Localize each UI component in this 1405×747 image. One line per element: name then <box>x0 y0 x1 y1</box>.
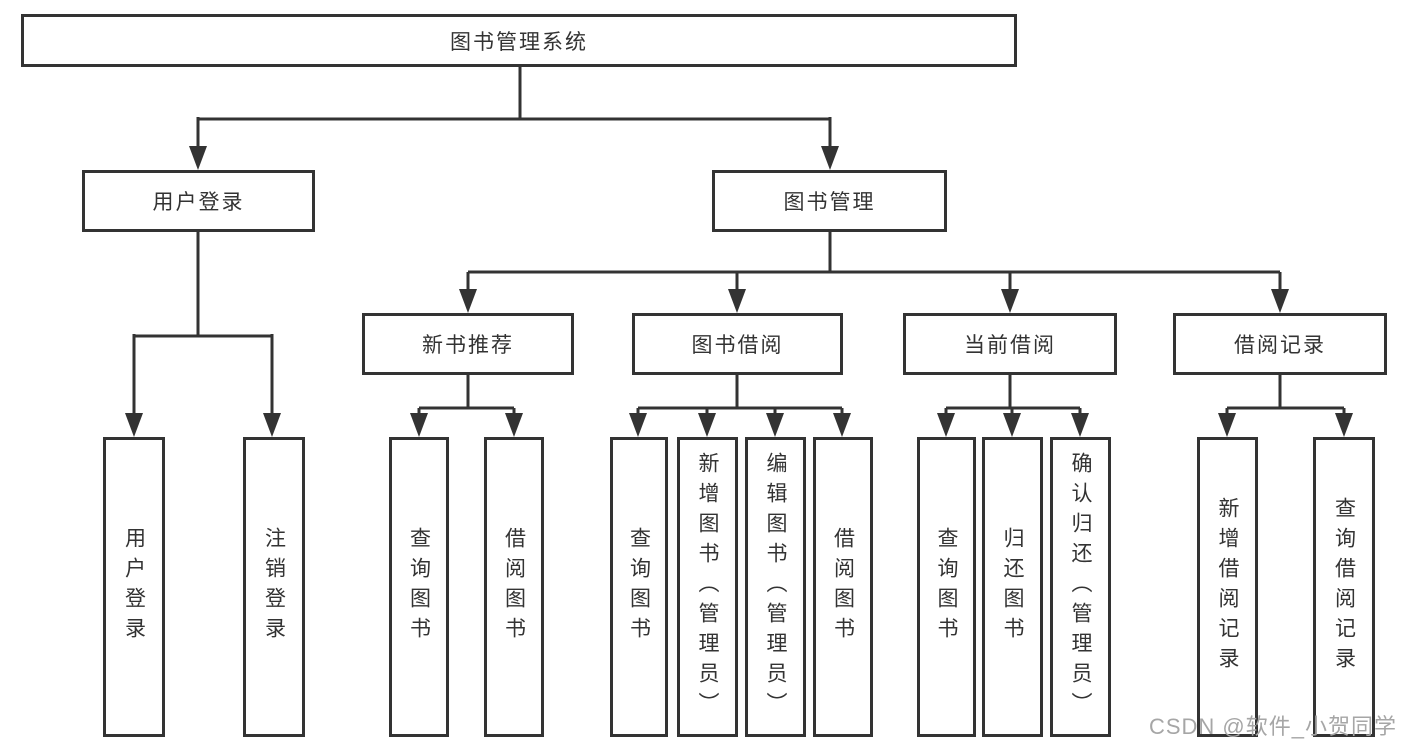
watermark: CSDN @软件_小贺同学 <box>1148 714 1397 739</box>
node-borrow-books: 借阅图书 <box>813 437 873 737</box>
node-current-query-books: 查询图书 <box>917 437 976 737</box>
node-current-borrow-label: 当前借阅 <box>964 334 1056 357</box>
node-user-login: 用户登录 <box>103 437 165 737</box>
node-add-books-admin-label: 新增图书（管理员） <box>696 452 719 722</box>
node-confirm-return-admin-label: 确认归还（管理员） <box>1069 452 1092 722</box>
node-borrow-query-books: 查询图书 <box>610 437 668 737</box>
node-edit-books-admin: 编辑图书（管理员） <box>745 437 806 737</box>
node-recommend-borrow-books: 借阅图书 <box>484 437 544 737</box>
arrowheads <box>125 146 1353 437</box>
node-user-login-branch-label: 用户登录 <box>152 191 245 214</box>
node-return-books: 归还图书 <box>982 437 1043 737</box>
node-user-login-label: 用户登录 <box>122 527 146 647</box>
node-library-system-label: 图书管理系统 <box>450 30 588 54</box>
node-book-management-label: 图书管理 <box>783 191 876 214</box>
node-library-system: 图书管理系统 <box>21 14 1017 67</box>
node-current-borrow: 当前借阅 <box>903 313 1117 375</box>
node-book-management: 图书管理 <box>712 170 947 232</box>
node-query-borrow-record-label: 查询借阅记录 <box>1332 497 1356 677</box>
node-query-borrow-record: 查询借阅记录 <box>1313 437 1375 737</box>
node-borrow-records: 借阅记录 <box>1173 313 1387 375</box>
node-new-book-recommend-label: 新书推荐 <box>422 334 514 357</box>
node-borrow-records-label: 借阅记录 <box>1234 334 1326 357</box>
node-add-borrow-record-label: 新增借阅记录 <box>1216 497 1239 677</box>
node-borrow-query-books-label: 查询图书 <box>627 527 651 647</box>
node-logout: 注销登录 <box>243 437 305 737</box>
node-book-borrow: 图书借阅 <box>632 313 843 375</box>
node-confirm-return-admin: 确认归还（管理员） <box>1050 437 1111 737</box>
node-add-books-admin: 新增图书（管理员） <box>677 437 738 737</box>
node-book-borrow-label: 图书借阅 <box>691 334 784 357</box>
node-recommend-borrow-books-label: 借阅图书 <box>502 527 526 647</box>
node-return-books-label: 归还图书 <box>1001 527 1024 647</box>
node-edit-books-admin-label: 编辑图书（管理员） <box>764 452 787 722</box>
node-logout-label: 注销登录 <box>262 527 286 647</box>
node-borrow-books-label: 借阅图书 <box>831 527 855 647</box>
node-new-book-recommend: 新书推荐 <box>362 313 574 375</box>
node-add-borrow-record: 新增借阅记录 <box>1197 437 1258 737</box>
node-recommend-query-books: 查询图书 <box>389 437 449 737</box>
node-recommend-query-books-label: 查询图书 <box>407 527 431 647</box>
node-user-login-branch: 用户登录 <box>82 170 315 232</box>
node-current-query-books-label: 查询图书 <box>935 527 958 647</box>
